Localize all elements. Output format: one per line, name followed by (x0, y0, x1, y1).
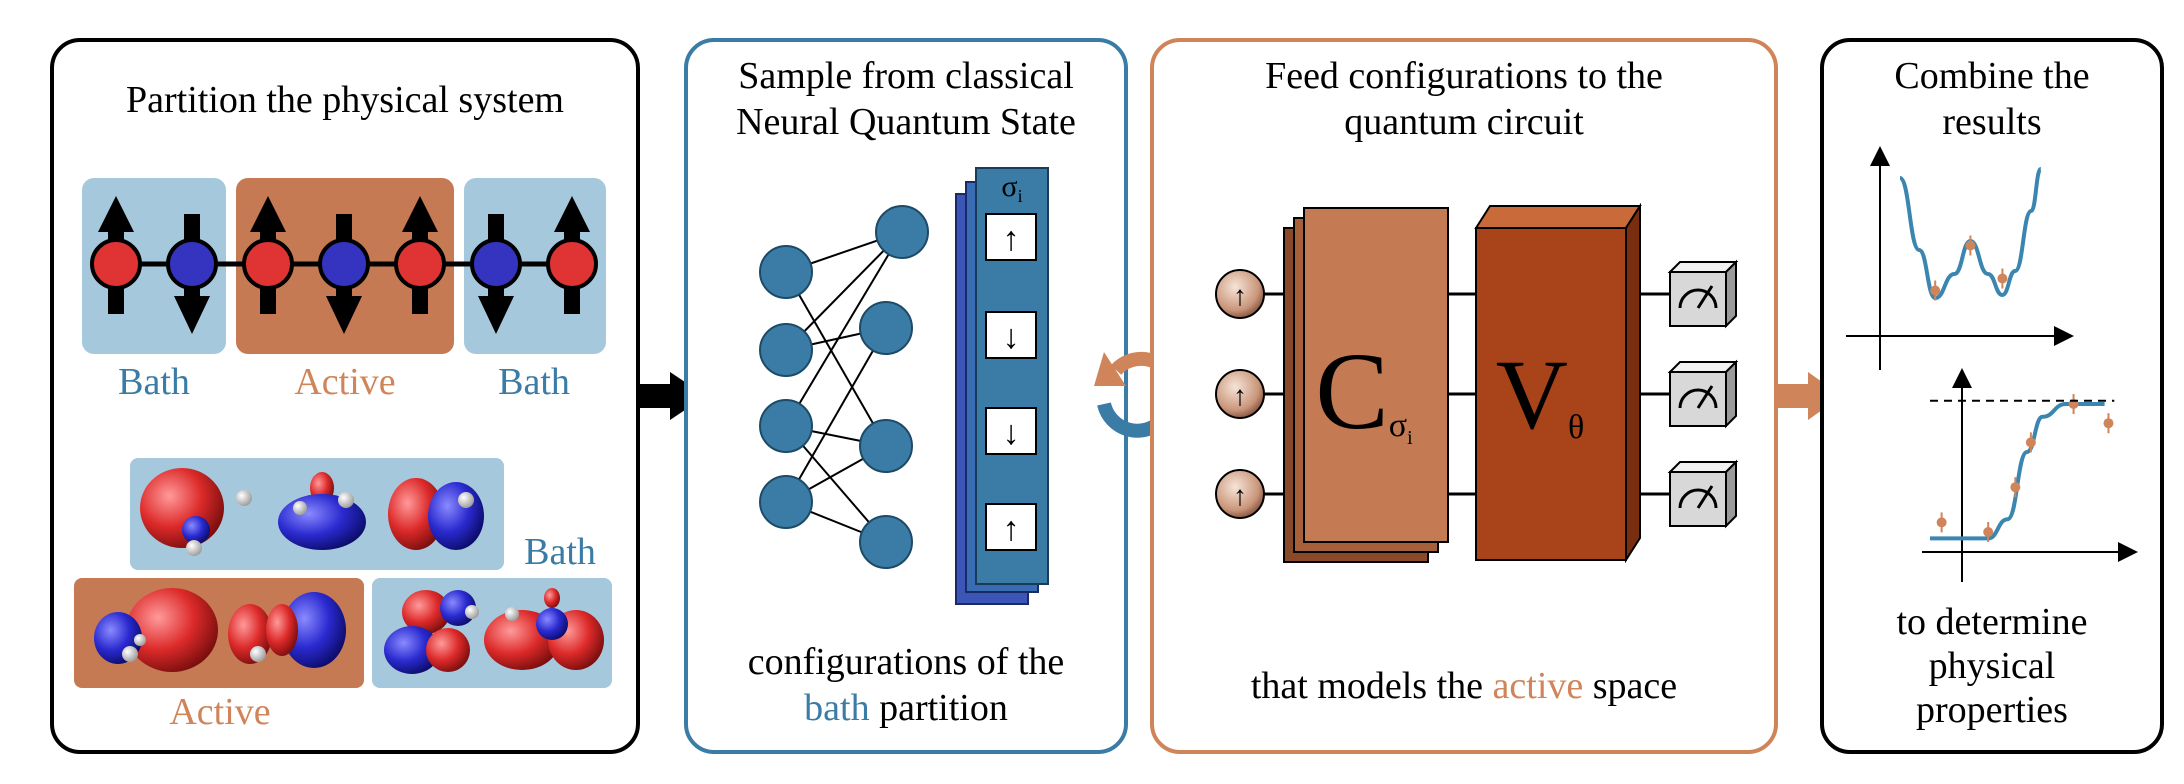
c-sigma-gate: Cσi (1283, 207, 1449, 563)
circuit-title-line2: quantum circuit (1344, 101, 1584, 143)
combine-title-line1: Combine the (1894, 55, 2089, 97)
orbital-7-icon (484, 588, 604, 670)
sigma-label: σi (1001, 170, 1022, 206)
input-node (759, 399, 813, 453)
circuit-title-line1: Feed configurations to the (1265, 55, 1663, 97)
sample-panel: Sample from classical Neural Quantum Sta… (684, 38, 1128, 754)
spin-box-2-arrow: ↓ (1003, 319, 1020, 356)
site-blue (166, 238, 218, 290)
svg-text:↑: ↑ (1233, 281, 1247, 312)
orbital-2-icon (278, 472, 366, 550)
spin-box-4-arrow: ↑ (1003, 511, 1020, 548)
orbital-6-icon (384, 590, 479, 674)
partition-title: Partition the physical system (126, 79, 564, 121)
config-stack: σi ↑ ↓ ↓ ↑ (955, 167, 1049, 605)
bath-word: bath (804, 687, 869, 729)
orbital-label-bath: Bath (524, 531, 596, 573)
orbital-4-icon (94, 588, 218, 672)
site-red (394, 238, 446, 290)
data-point (1965, 240, 1976, 251)
fit-curve (1898, 167, 2043, 301)
phase-transition-chart (1922, 368, 2138, 582)
active-word: active (1493, 665, 1584, 707)
hidden-node (875, 205, 929, 259)
chain-label-bath-right: Bath (498, 361, 570, 403)
data-point (1936, 517, 1947, 528)
data-point (2103, 418, 2114, 429)
spin-box-4 (985, 503, 1037, 551)
lattice-sites (90, 238, 598, 290)
data-point (2010, 482, 2021, 493)
spin-box-3-arrow: ↓ (1003, 415, 1020, 452)
energy-landscape-chart (1846, 146, 2074, 370)
measure-2-icon (1667, 359, 1739, 429)
input-node (759, 245, 813, 299)
circuit-panel: Feed configurations to the quantum circu… (1150, 38, 1778, 754)
input-node (759, 475, 813, 529)
site-red (242, 238, 294, 290)
svg-text:↑: ↑ (1233, 481, 1247, 512)
spin-arrows (98, 196, 590, 334)
site-red (90, 238, 142, 290)
qubit-1-icon: ↑ (1215, 269, 1265, 319)
data-point (1983, 527, 1994, 537)
combine-panel-frame (1820, 38, 2164, 754)
combine-caption-line3: properties (1916, 689, 2068, 731)
svg-text:↑: ↑ (1233, 381, 1247, 412)
measure-1-icon (1667, 259, 1739, 329)
hidden-node (859, 419, 913, 473)
svg-text:Cσi: Cσi (1315, 330, 1413, 452)
circuit-caption: that models the active space (1251, 665, 1677, 707)
qubit-2-icon: ↑ (1215, 369, 1265, 419)
site-red (546, 238, 598, 290)
combine-title-line2: results (1942, 101, 2041, 143)
input-node (759, 323, 813, 377)
combine-caption-line1: to determine (1897, 601, 2088, 643)
hidden-node (859, 515, 913, 569)
spin-box-1 (985, 213, 1037, 261)
data-point (1930, 285, 1941, 296)
hidden-node (859, 301, 913, 355)
sample-title-line1: Sample from classical (738, 55, 1074, 97)
combine-caption-line2: physical (1929, 645, 2056, 687)
orbital-label-active: Active (169, 691, 270, 733)
site-blue (318, 238, 370, 290)
combine-panel: Combine the results to determine physica… (1820, 38, 2164, 754)
chain-label-bath-left: Bath (118, 361, 190, 403)
sample-title-line2: Neural Quantum State (736, 101, 1076, 143)
data-point (2025, 437, 2036, 448)
chain-label-active: Active (294, 361, 395, 403)
site-blue (470, 238, 522, 290)
v-theta-gate: Vθ (1474, 202, 1642, 564)
spin-box-1-arrow: ↑ (1003, 221, 1020, 258)
qubit-3-icon: ↑ (1215, 469, 1265, 519)
nqs-nodes (759, 205, 929, 569)
orbital-3-icon (388, 478, 484, 550)
data-point (1997, 273, 2008, 284)
svg-text:Vθ: Vθ (1496, 339, 1585, 450)
partition-panel: Partition the physical system (50, 38, 640, 754)
orbital-1-icon (140, 468, 252, 556)
measure-3-icon (1667, 459, 1739, 529)
spin-box-2 (985, 311, 1037, 359)
sample-caption-line2: bath partition (804, 687, 1008, 729)
orbital-5-icon (228, 592, 346, 668)
sample-caption-line1: configurations of the (748, 641, 1065, 683)
spin-box-3 (985, 407, 1037, 455)
